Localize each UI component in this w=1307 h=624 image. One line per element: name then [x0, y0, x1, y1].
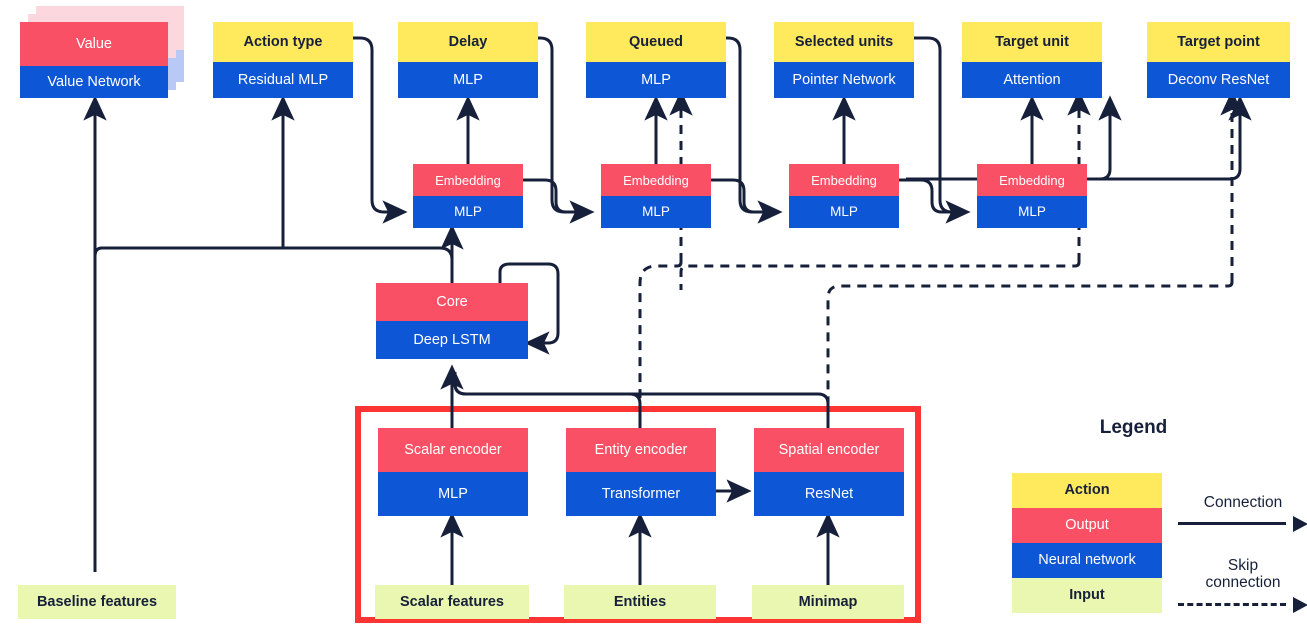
- skip-spatial-trunk: [826, 281, 1234, 430]
- wire-embedding-4-lateral-to-target-point: [1094, 95, 1252, 181]
- node-selected-units-top-label: Selected units: [774, 22, 914, 62]
- node-spatial-encoder-top-label: Spatial encoder: [754, 428, 904, 472]
- skip-entity-branch-2: [679, 261, 1081, 290]
- node-minimap-label: Minimap: [752, 585, 904, 619]
- node-action-type[interactable]: Action type Residual MLP: [213, 22, 353, 98]
- node-target-point-bottom-label: Deconv ResNet: [1147, 62, 1290, 98]
- skip-connection-arrow-icon: [1178, 596, 1307, 613]
- node-embedding-4-top-label: Embedding: [977, 164, 1087, 196]
- legend: Legend Action Output Neural network Inpu…: [960, 412, 1307, 624]
- node-embedding-2-bottom-label: MLP: [601, 196, 711, 228]
- node-scalar-encoder-bottom-label: MLP: [378, 472, 528, 516]
- node-embedding-3[interactable]: Embedding MLP: [789, 164, 899, 228]
- wire-selected-units-to-embedding-4: [913, 36, 971, 224]
- node-scalar-encoder-top-label: Scalar encoder: [378, 428, 528, 472]
- node-embedding-3-bottom-label: MLP: [789, 196, 899, 228]
- node-scalar-encoder[interactable]: Scalar encoder MLP: [378, 428, 528, 516]
- legend-title: Legend: [1099, 417, 1168, 438]
- node-core-top-label: Core: [376, 283, 528, 321]
- node-delay[interactable]: Delay MLP: [398, 22, 538, 98]
- wire-embedding-3-to-4: [899, 178, 967, 214]
- skip-entity-trunk: [638, 261, 683, 430]
- node-action-type-bottom-label: Residual MLP: [213, 62, 353, 98]
- node-entities-label: Entities: [564, 585, 716, 619]
- legend-skip-connection-label: Skip connection: [1205, 557, 1281, 592]
- legend-swatch-input: Input: [1012, 578, 1162, 613]
- wire-action-type-to-embedding-1: [345, 36, 408, 224]
- wire-embedding-2-to-3: [711, 178, 779, 214]
- node-delay-bottom-label: MLP: [398, 62, 538, 98]
- node-value-top-label: Value: [20, 22, 168, 66]
- node-target-unit-top-label: Target unit: [962, 22, 1102, 62]
- node-delay-top-label: Delay: [398, 22, 538, 62]
- node-scalar-features[interactable]: Scalar features: [375, 585, 529, 619]
- node-target-unit-bottom-label: Attention: [962, 62, 1102, 98]
- node-spatial-encoder-bottom-label: ResNet: [754, 472, 904, 516]
- node-selected-units[interactable]: Selected units Pointer Network: [774, 22, 914, 98]
- node-core-bottom-label: Deep LSTM: [376, 321, 528, 359]
- node-action-type-top-label: Action type: [213, 22, 353, 62]
- legend-skip-connection-entry: Skip connection: [1178, 557, 1307, 613]
- node-baseline-features-label: Baseline features: [18, 585, 176, 619]
- wire-lstm-recurrent: [498, 262, 560, 355]
- node-target-unit[interactable]: Target unit Attention: [962, 22, 1102, 98]
- node-entities[interactable]: Entities: [564, 585, 716, 619]
- legend-swatch-output: Output: [1012, 508, 1162, 543]
- wire-entity-encoder-to-core: [453, 372, 642, 428]
- wire-embedding-1-to-2: [523, 178, 591, 214]
- node-selected-units-bottom-label: Pointer Network: [774, 62, 914, 98]
- node-embedding-3-top-label: Embedding: [789, 164, 899, 196]
- node-entity-encoder[interactable]: Entity encoder Transformer: [566, 428, 716, 516]
- node-core[interactable]: Core Deep LSTM: [376, 283, 528, 359]
- node-value-bottom-label: Value Network: [20, 66, 168, 98]
- node-embedding-2-top-label: Embedding: [601, 164, 711, 196]
- node-embedding-2[interactable]: Embedding MLP: [601, 164, 711, 228]
- node-entity-encoder-top-label: Entity encoder: [566, 428, 716, 472]
- node-embedding-4[interactable]: Embedding MLP: [977, 164, 1087, 228]
- node-queued-top-label: Queued: [586, 22, 726, 62]
- node-embedding-4-bottom-label: MLP: [977, 196, 1087, 228]
- node-embedding-1-top-label: Embedding: [413, 164, 523, 196]
- encoder-highlight-box: [355, 406, 921, 623]
- legend-connection-label: Connection: [1203, 494, 1283, 511]
- node-target-point[interactable]: Target point Deconv ResNet: [1147, 22, 1290, 98]
- node-minimap[interactable]: Minimap: [752, 585, 904, 619]
- node-scalar-features-label: Scalar features: [375, 585, 529, 619]
- node-queued-bottom-label: MLP: [586, 62, 726, 98]
- node-embedding-1-bottom-label: MLP: [413, 196, 523, 228]
- node-value[interactable]: Value Value Network: [20, 22, 168, 98]
- node-entity-encoder-bottom-label: Transformer: [566, 472, 716, 516]
- legend-swatch-stack: Action Output Neural network Input: [1012, 473, 1162, 613]
- node-queued[interactable]: Queued MLP: [586, 22, 726, 98]
- node-baseline-features[interactable]: Baseline features: [18, 585, 176, 619]
- node-target-point-top-label: Target point: [1147, 22, 1290, 62]
- node-embedding-1[interactable]: Embedding MLP: [413, 164, 523, 228]
- connection-arrow-icon: [1178, 516, 1307, 533]
- legend-swatch-action: Action: [1012, 473, 1162, 508]
- node-spatial-encoder[interactable]: Spatial encoder ResNet: [754, 428, 904, 516]
- legend-connection-entry: Connection: [1178, 494, 1307, 533]
- legend-swatch-neural-network: Neural network: [1012, 543, 1162, 578]
